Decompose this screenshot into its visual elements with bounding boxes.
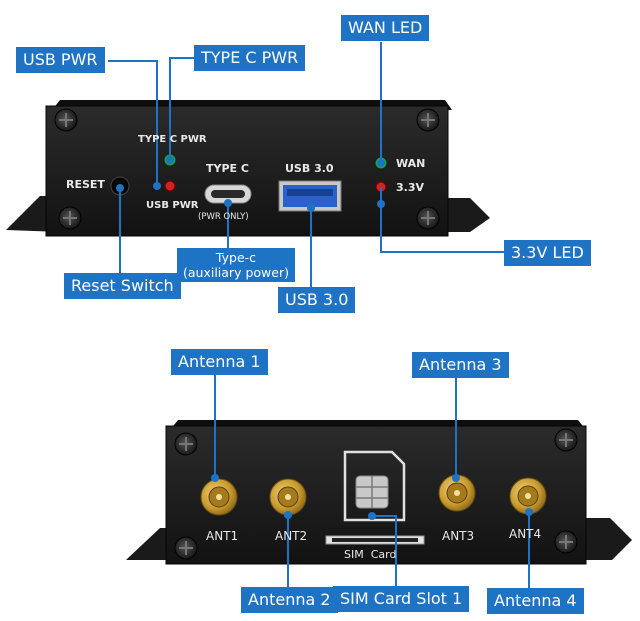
back-flange-right bbox=[580, 518, 632, 560]
back-label-ant2: ANT2 bbox=[275, 529, 308, 543]
back-unit bbox=[126, 420, 632, 565]
callout-antenna-2: Antenna 2 bbox=[241, 587, 338, 613]
callout-type-c-aux: Type-c (auxiliary power) bbox=[177, 248, 295, 282]
callout-sim-slot: SIM Card Slot 1 bbox=[333, 586, 470, 612]
sma-connector-icon[interactable] bbox=[438, 474, 476, 512]
callout-wan-led: WAN LED bbox=[341, 15, 430, 41]
screw-icon bbox=[554, 428, 578, 452]
callout-type-c-aux-line1: Type-c bbox=[215, 250, 257, 265]
screw-icon bbox=[416, 108, 440, 132]
callout-antenna-3: Antenna 3 bbox=[412, 352, 509, 378]
callout-usb30: USB 3.0 bbox=[278, 287, 356, 313]
back-label-ant3: ANT3 bbox=[442, 529, 475, 543]
callout-usb-pwr: USB PWR bbox=[16, 47, 105, 73]
sim-card-icon bbox=[343, 450, 406, 522]
leader-dots bbox=[116, 156, 533, 520]
screw-icon bbox=[174, 432, 198, 456]
front-label-3v3: 3.3V bbox=[396, 181, 424, 194]
usb-pwr-led bbox=[164, 180, 176, 192]
callout-reset-switch: Reset Switch bbox=[64, 273, 181, 299]
callout-type-c-pwr: TYPE C PWR bbox=[194, 45, 306, 71]
back-label-sim-card: SIM Card bbox=[344, 548, 397, 561]
callout-type-c-aux-line2: (auxiliary power) bbox=[183, 265, 289, 280]
front-label-usb-pwr: USB PWR bbox=[146, 200, 199, 211]
front-label-reset: RESET bbox=[66, 178, 105, 191]
back-label-ant1: ANT1 bbox=[206, 529, 239, 543]
front-label-wan: WAN bbox=[396, 157, 426, 170]
front-label-usb30: USB 3.0 bbox=[285, 162, 334, 175]
front-label-type-c-pwr: TYPE C PWR bbox=[138, 134, 207, 145]
front-label-type-c: TYPE C bbox=[206, 162, 249, 175]
front-flange-right bbox=[440, 198, 490, 232]
front-label-pwr-only: (PWR ONLY) bbox=[198, 212, 249, 222]
callout-antenna-1: Antenna 1 bbox=[171, 349, 268, 375]
screw-icon bbox=[58, 206, 82, 230]
screw-icon bbox=[554, 530, 578, 554]
sma-connector-icon[interactable] bbox=[509, 477, 547, 515]
callout-antenna-4: Antenna 4 bbox=[487, 588, 584, 614]
screw-icon bbox=[174, 536, 198, 560]
screw-icon bbox=[54, 108, 78, 132]
sma-connector-icon[interactable] bbox=[200, 478, 238, 516]
leader-lines bbox=[108, 42, 530, 588]
screw-icon bbox=[416, 206, 440, 230]
back-label-ant4: ANT4 bbox=[509, 527, 542, 541]
callout-3v3-led: 3.3V LED bbox=[504, 240, 591, 266]
sma-connector-icon[interactable] bbox=[269, 478, 307, 516]
